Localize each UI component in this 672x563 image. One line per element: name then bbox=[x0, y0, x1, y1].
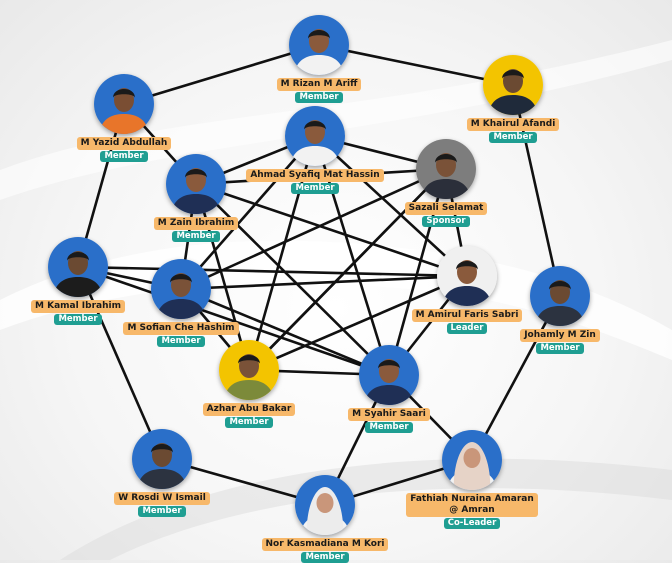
person-name: W Rosdi W Ismail bbox=[114, 492, 210, 505]
link-khairul-johamly bbox=[511, 84, 562, 297]
avatar bbox=[166, 154, 226, 214]
avatar bbox=[289, 15, 349, 75]
role-badge: Co-Leader bbox=[443, 518, 501, 529]
avatar bbox=[483, 55, 543, 115]
person-name: M Yazid Abdullah bbox=[76, 137, 172, 150]
person-name: M Zain Ibrahim bbox=[153, 217, 239, 230]
role-badge: Member bbox=[138, 506, 186, 517]
role-badge: Member bbox=[100, 151, 148, 162]
avatar bbox=[219, 340, 279, 400]
avatar bbox=[285, 106, 345, 166]
link-fathiah-johamly bbox=[470, 295, 562, 461]
role-badge: Member bbox=[291, 183, 339, 194]
person-name: Sazali Selamat bbox=[404, 202, 488, 215]
person-name: M Kamal Ibrahim bbox=[31, 300, 125, 313]
link-amirul-kamal bbox=[77, 265, 468, 278]
avatar bbox=[416, 139, 476, 199]
avatar bbox=[437, 246, 497, 306]
person-name: M Khairul Afandi bbox=[466, 118, 560, 131]
role-badge: Leader bbox=[446, 323, 488, 334]
avatar bbox=[442, 430, 502, 490]
person-name: M Amirul Faris Sabri bbox=[411, 309, 523, 322]
link-zain-azhar bbox=[194, 183, 251, 371]
link-ahmad-sofian bbox=[180, 135, 316, 290]
person-name: Johamly M Zin bbox=[520, 329, 600, 342]
role-badge: Member bbox=[54, 314, 102, 325]
avatar bbox=[530, 266, 590, 326]
role-badge: Member bbox=[157, 336, 205, 347]
link-zain-syahir bbox=[195, 183, 390, 376]
avatar bbox=[132, 429, 192, 489]
link-sazali-sofian bbox=[180, 167, 447, 291]
role-badge: Member bbox=[172, 231, 220, 242]
avatar bbox=[359, 345, 419, 405]
role-badge: Member bbox=[489, 132, 537, 143]
person-name: M Rizan M Ariff bbox=[276, 78, 362, 91]
avatar bbox=[94, 74, 154, 134]
link-ahmad-amirul bbox=[314, 135, 468, 277]
role-badge: Sponsor bbox=[422, 216, 470, 227]
avatar bbox=[48, 237, 108, 297]
avatar bbox=[295, 475, 355, 535]
link-rizan-khairul bbox=[318, 43, 514, 87]
link-amirul-sofian bbox=[180, 274, 468, 291]
link-rizan-yazid bbox=[123, 43, 320, 106]
person-name: M Syahir Saari bbox=[348, 408, 430, 421]
person-name: Ahmad Syafiq Mat Hassin bbox=[246, 169, 384, 182]
link-zain-amirul bbox=[195, 182, 468, 278]
person-name: Azhar Abu Bakar bbox=[202, 403, 296, 416]
person-name: Nor Kasmadiana M Kori bbox=[261, 538, 389, 551]
role-badge: Member bbox=[365, 422, 413, 433]
link-kamal-rosdi bbox=[76, 266, 164, 460]
role-badge: Member bbox=[225, 417, 273, 428]
person-name: M Sofian Che Hashim bbox=[123, 322, 239, 335]
link-amirul-azhar bbox=[248, 274, 468, 372]
role-badge: Member bbox=[536, 343, 584, 354]
avatar bbox=[151, 259, 211, 319]
role-badge: Member bbox=[301, 552, 349, 563]
person-name: Fathiah Nuraina Amaran @ Amran bbox=[406, 493, 538, 517]
link-kamal-syahir bbox=[77, 265, 390, 377]
role-badge: Member bbox=[295, 92, 343, 103]
